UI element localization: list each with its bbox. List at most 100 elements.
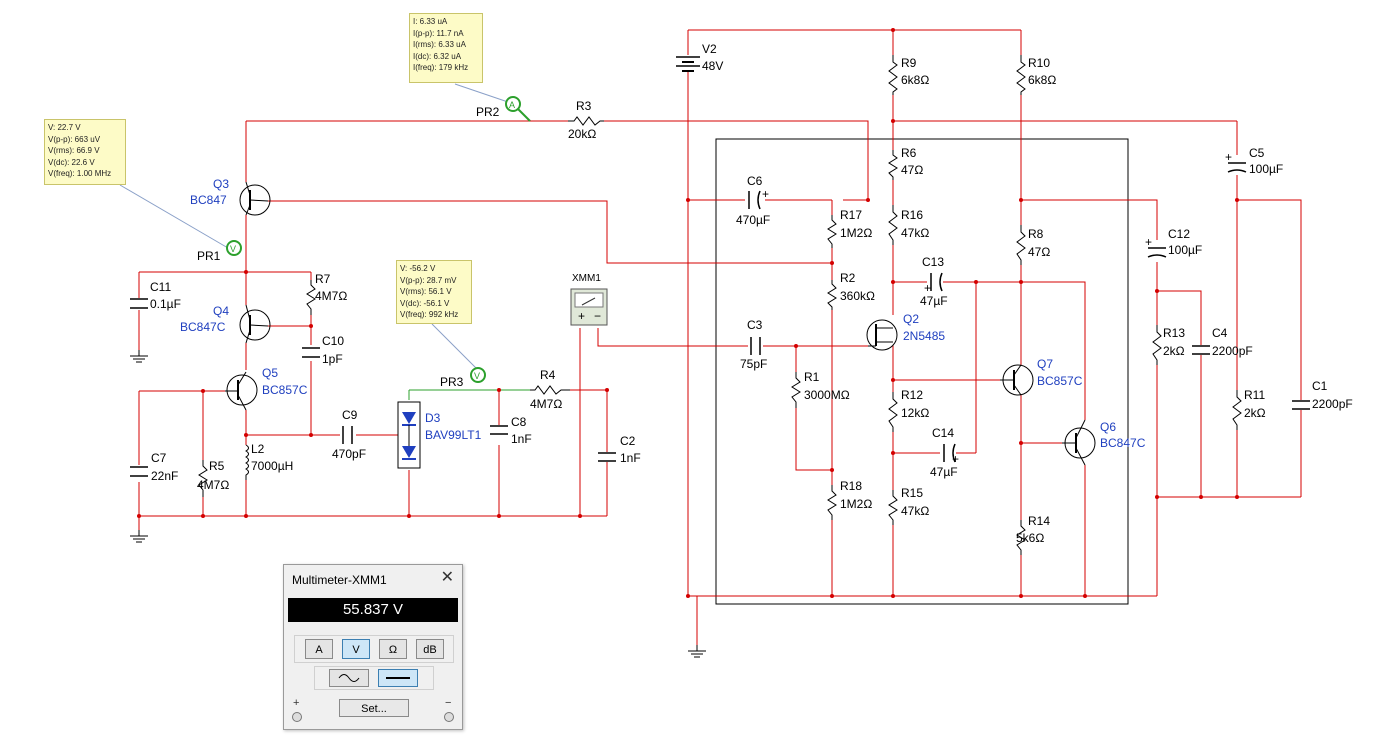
- q3-ref: Q3: [213, 177, 229, 191]
- c1-symbol: [1292, 400, 1310, 410]
- svg-text:+: +: [924, 281, 931, 295]
- c12-value: 100µF: [1168, 243, 1202, 257]
- c3-ref: C3: [747, 318, 763, 332]
- c13-symbol: [930, 272, 943, 292]
- c6-ref: C6: [747, 174, 763, 188]
- r9-value: 6k8Ω: [901, 73, 929, 87]
- c9-symbol: [342, 426, 353, 444]
- ac-mode-button[interactable]: [329, 669, 369, 687]
- r11-symbol: [1232, 390, 1242, 430]
- c12-symbol: [1147, 247, 1167, 258]
- xmm1-ref: XMM1: [572, 273, 601, 284]
- pr2-probe-icon[interactable]: A: [505, 96, 531, 122]
- q4-symbol: [239, 304, 271, 344]
- c4-ref: C4: [1212, 326, 1228, 340]
- r9-ref: R9: [901, 56, 917, 70]
- q6-ref: Q6: [1100, 420, 1116, 434]
- multimeter-window[interactable]: Multimeter-XMM1 ✕ 55.837 V A V Ω dB + Se…: [283, 564, 463, 730]
- q5-symbol: [225, 371, 258, 411]
- c2-symbol: [598, 452, 616, 462]
- positive-terminal-label: +: [293, 697, 300, 709]
- q3-symbol: [239, 181, 271, 216]
- r15-value: 47kΩ: [901, 504, 929, 518]
- pr2-line: I(freq): 179 kHz: [413, 63, 469, 72]
- svg-text:+: +: [762, 187, 769, 201]
- mode-button-group: A V Ω dB: [294, 635, 454, 663]
- c6-symbol: [748, 190, 761, 210]
- mode-button-ohm[interactable]: Ω: [379, 639, 407, 659]
- pr3-probe-icon[interactable]: V: [470, 367, 486, 383]
- pr2-line: I: 6.33 uA: [413, 17, 448, 26]
- q7-ref: Q7: [1037, 357, 1053, 371]
- q5-ref: Q5: [262, 366, 278, 380]
- c12-ref: C12: [1168, 227, 1190, 241]
- r3-symbol: [568, 116, 604, 126]
- mode-button-db[interactable]: dB: [416, 639, 444, 659]
- pr2-readout: I: 6.33 uA I(p-p): 11.7 nA I(rms): 6.33 …: [409, 13, 483, 83]
- c10-symbol: [302, 347, 320, 358]
- r2-symbol: [827, 280, 837, 310]
- positive-terminal[interactable]: [292, 712, 302, 722]
- r8-symbol: [1016, 225, 1026, 265]
- r17-symbol: [827, 215, 837, 248]
- l2-ref: L2: [251, 442, 265, 456]
- pr1-line: V(dc): 22.6 V: [48, 157, 95, 167]
- q5-value: BC857C: [262, 383, 308, 397]
- svg-text:+: +: [952, 452, 959, 466]
- pr2-line: I(dc): 6.32 uA: [413, 51, 462, 61]
- pr2-leader: [454, 83, 509, 103]
- q7-symbol: [1000, 364, 1034, 396]
- c3-symbol: [750, 337, 761, 355]
- c11-value: 0.1µF: [150, 297, 181, 311]
- c4-value: 2200pF: [1212, 344, 1253, 358]
- q2-value: 2N5485: [903, 329, 945, 343]
- pr1-line: V(p-p): 663 uV: [48, 134, 101, 144]
- r4-symbol: [530, 385, 570, 395]
- pr3-line: V(p-p): 28.7 mV: [400, 275, 457, 285]
- r14-ref: R14: [1028, 514, 1050, 528]
- set-button[interactable]: Set...: [339, 699, 409, 717]
- mode-button-volt[interactable]: V: [342, 639, 370, 659]
- r2-ref: R2: [840, 271, 856, 285]
- r12-ref: R12: [901, 388, 923, 402]
- pr1-probe-icon[interactable]: V: [226, 240, 242, 256]
- negative-terminal[interactable]: [444, 712, 454, 722]
- c14-ref: C14: [932, 426, 954, 440]
- q4-value: BC847C: [180, 320, 226, 334]
- c2-ref: C2: [620, 434, 636, 448]
- c3-value: 75pF: [740, 357, 767, 371]
- close-icon[interactable]: ✕: [440, 569, 454, 586]
- c9-ref: C9: [342, 408, 358, 422]
- pr3-label: PR3: [440, 375, 464, 389]
- ground-main: [687, 644, 707, 658]
- q2-symbol: [866, 319, 898, 351]
- v2-ref: V2: [702, 42, 717, 56]
- c14-value: 47µF: [930, 465, 958, 479]
- d3-value: BAV99LT1: [425, 428, 482, 442]
- r16-value: 47kΩ: [901, 226, 929, 240]
- l2-value: 7000µH: [251, 459, 293, 473]
- r17-value: 1M2Ω: [840, 226, 872, 240]
- c9-value: 470pF: [332, 447, 366, 461]
- junction-dots: [137, 28, 1239, 598]
- r6-symbol: [888, 150, 898, 180]
- dc-mode-button[interactable]: [378, 669, 418, 687]
- c2-value: 1nF: [620, 451, 641, 465]
- ground-c11: [129, 349, 149, 363]
- r6-value: 47Ω: [901, 163, 923, 177]
- pr3-line: V(dc): -56.1 V: [400, 298, 450, 308]
- r12-value: 12kΩ: [901, 406, 929, 420]
- pr2-line: I(p-p): 11.7 nA: [413, 28, 464, 38]
- r13-symbol: [1152, 325, 1162, 365]
- c10-ref: C10: [322, 334, 344, 348]
- q6-symbol: [1062, 419, 1096, 466]
- c11-symbol: [130, 298, 148, 309]
- pr1-leader: [119, 184, 229, 249]
- r13-value: 2kΩ: [1163, 344, 1185, 358]
- q2-ref: Q2: [903, 312, 919, 326]
- mode-button-ampere[interactable]: A: [305, 639, 333, 659]
- r7-symbol: [306, 280, 316, 315]
- r10-ref: R10: [1028, 56, 1050, 70]
- c5-symbol: [1227, 162, 1247, 173]
